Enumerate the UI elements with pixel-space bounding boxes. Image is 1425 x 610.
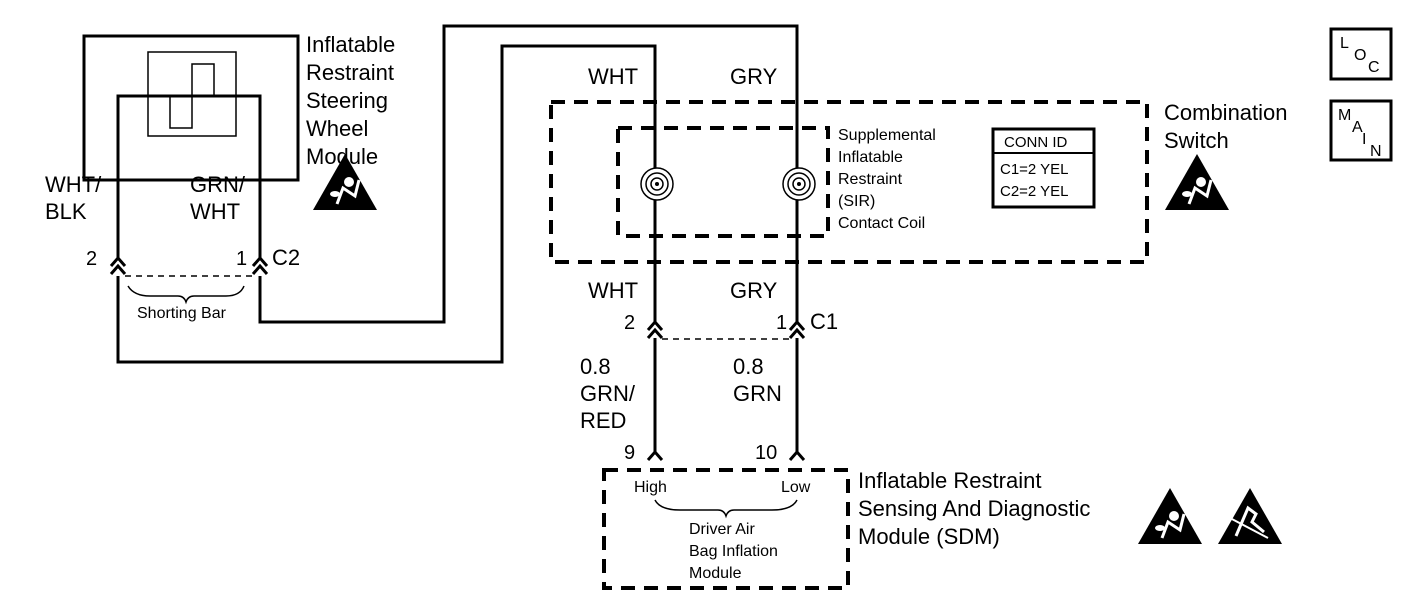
steering-module-inner-box (147, 51, 237, 137)
c2-pin-left-number: 2 (86, 248, 97, 270)
wire-label-gry-top: GRY (730, 64, 778, 89)
c1-pin-1-terminal (788, 319, 806, 331)
steering-module-label-line-2: Restraint (306, 60, 394, 85)
wire-label-gry-bottom: GRY (730, 278, 778, 303)
airbag-warning-icon (313, 154, 377, 210)
steering-right-wire-label-1: GRN/ (190, 172, 246, 197)
sdm-pin-10-terminal (788, 449, 806, 461)
main-letter-i: I (1362, 131, 1366, 148)
c1-pin-left-number: 2 (624, 312, 635, 334)
sdm-driver-line-2: Bag Inflation (689, 543, 778, 560)
steering-module-outer-box (82, 34, 300, 182)
c1-pin-right-number: 1 (776, 312, 787, 334)
c2-pin-2-terminal-inner (109, 263, 127, 275)
combination-switch-box (549, 100, 1149, 264)
steering-right-wire-label-2: WHT (190, 199, 240, 224)
main-button[interactable]: M A I N (1329, 99, 1393, 162)
sdm-pin-high-number: 9 (624, 442, 635, 464)
loc-button[interactable]: L O C (1329, 27, 1393, 81)
wire-left-sdm-line-3: RED (580, 408, 626, 433)
c1-pin-1-terminal-inner (788, 327, 806, 339)
wire-left-sdm-line-2: GRN/ (580, 381, 636, 406)
steering-module-label-line-3: Steering (306, 88, 388, 113)
wire-label-wht-top: WHT (588, 64, 638, 89)
sir-label-line-1: Supplemental (838, 127, 936, 144)
combination-switch-label-line-2: Switch (1164, 128, 1229, 153)
wire-label-wht-bottom: WHT (588, 278, 638, 303)
connector-c2: 2 1 C2 (86, 245, 300, 277)
c2-pin-2-terminal (109, 255, 127, 267)
c2-connector-name: C2 (272, 245, 300, 270)
loc-letter-o: O (1354, 47, 1366, 64)
coil-right-icon (782, 102, 816, 262)
airbag-warning-icon (1165, 154, 1229, 210)
shorting-bar-label: Shorting Bar (137, 305, 227, 322)
c2-pin-1-terminal (251, 255, 269, 267)
esd-warning-icon (1218, 488, 1282, 544)
sir-label-line-3: Restraint (838, 171, 903, 188)
sdm-driver-line-1: Driver Air (689, 521, 755, 538)
sdm-low-label: Low (781, 479, 811, 496)
coil-left-icon (640, 102, 674, 262)
conn-id-row-1: C1=2 YEL (1000, 161, 1069, 178)
sdm-pin-9-terminal (646, 449, 664, 461)
main-letter-a: A (1352, 119, 1363, 136)
wire-left-sdm-line-1: 0.8 (580, 354, 611, 379)
sdm-pin-low-number: 10 (755, 442, 777, 464)
sir-contact-coil-box (616, 126, 830, 238)
steering-module-internal-wire (116, 94, 262, 258)
steering-left-wire-label-2: BLK (45, 199, 87, 224)
steering-left-wire-label-1: WHT/ (45, 172, 102, 197)
wire-right-sdm-line-1: 0.8 (733, 354, 764, 379)
sdm-label-line-2: Sensing And Diagnostic (858, 496, 1090, 521)
loc-letter-l: L (1340, 35, 1349, 52)
sir-label-line-4: (SIR) (838, 193, 875, 210)
wire-right-sdm-line-2: GRN (733, 381, 782, 406)
shorting-bar: Shorting Bar (127, 285, 245, 322)
shorting-bar-bracket (127, 285, 245, 305)
loc-letter-c: C (1368, 59, 1380, 76)
sir-label-line-5: Contact Coil (838, 215, 925, 232)
sdm-high-label: High (634, 479, 667, 496)
conn-id-row-2: C2=2 YEL (1000, 183, 1069, 200)
sdm-box (602, 468, 850, 590)
c1-pin-2-terminal (646, 319, 664, 331)
sdm-label-line-1: Inflatable Restraint (858, 468, 1041, 493)
c1-pin-2-terminal-inner (646, 327, 664, 339)
wire-wht-blk-to-wht (116, 44, 657, 364)
main-letter-n: N (1370, 143, 1382, 160)
c1-connector-name: C1 (810, 309, 838, 334)
conn-id-table: CONN ID C1=2 YEL C2=2 YEL (991, 127, 1096, 209)
steering-wheel-module: Inflatable Restraint Steering Wheel Modu… (82, 32, 395, 182)
combination-switch-label-line-1: Combination (1164, 100, 1288, 125)
steering-module-label-line-1: Inflatable (306, 32, 395, 57)
steering-module-label-line-4: Wheel (306, 116, 368, 141)
c2-pin-1-terminal-inner (251, 263, 269, 275)
connector-c1: 2 1 C1 (624, 309, 838, 340)
c2-pin-right-number: 1 (236, 248, 247, 270)
airbag-warning-icon (1138, 488, 1202, 544)
sdm-driver-line-3: Module (689, 565, 742, 582)
main-letter-m: M (1338, 107, 1351, 124)
sir-label-line-2: Inflatable (838, 149, 903, 166)
sdm-driver-bracket (654, 499, 798, 519)
wire-grn-wht-to-gry (258, 24, 799, 324)
conn-id-header: CONN ID (1004, 134, 1068, 151)
sdm-label-line-3: Module (SDM) (858, 524, 1000, 549)
